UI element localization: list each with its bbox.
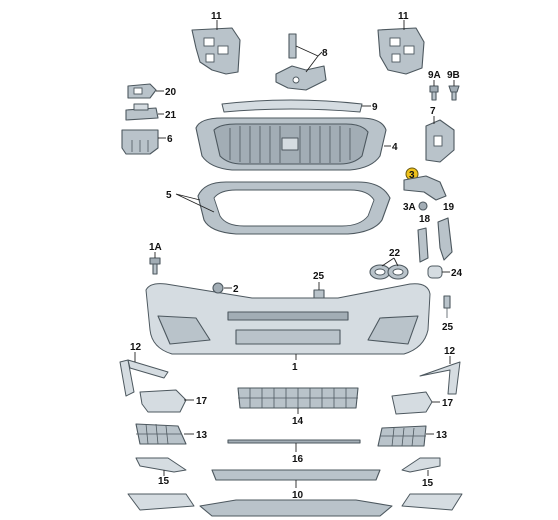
part-24-cap — [427, 265, 443, 279]
label-11-left: 11 — [211, 11, 222, 22]
label-9b: 9B — [447, 70, 460, 81]
label-17-left: 17 — [196, 396, 208, 407]
part-17-left-bracket — [139, 389, 187, 413]
part-1-bumper-cover — [145, 282, 431, 355]
label-15-left: 15 — [158, 476, 170, 487]
label-25-top: 25 — [313, 271, 325, 282]
label-11-right: 11 — [398, 11, 409, 22]
label-1: 1 — [292, 362, 298, 373]
label-3: 3 — [409, 170, 415, 181]
part-20-clip — [127, 83, 157, 99]
label-13-left: 13 — [196, 430, 208, 441]
part-4-radiator-grille — [195, 117, 387, 171]
part-7-bracket — [425, 119, 455, 163]
part-16-trim-strip — [227, 439, 361, 444]
part-14-lower-grille — [237, 387, 359, 409]
label-4: 4 — [392, 142, 398, 153]
label-20: 20 — [165, 87, 177, 98]
part-25-clip-top — [313, 289, 325, 299]
part-lower-spoiler — [127, 493, 463, 517]
label-12-left: 12 — [130, 342, 142, 353]
label-7: 7 — [430, 106, 436, 117]
part-25-clip-right — [443, 295, 451, 318]
part-21-clip — [125, 103, 159, 121]
part-15-left-trim — [135, 457, 187, 473]
part-6-cover — [121, 129, 159, 155]
label-22: 22 — [389, 248, 401, 259]
part-5-grille-frame — [197, 181, 391, 235]
label-9: 9 — [372, 102, 378, 113]
label-17-right: 17 — [442, 398, 454, 409]
part-13-left-fog-grille — [135, 423, 187, 445]
label-8: 8 — [322, 48, 328, 59]
part-9b-screw — [448, 85, 460, 101]
part-1a-bolt — [149, 257, 161, 275]
part-12-right-trim — [419, 361, 461, 395]
label-24: 24 — [451, 268, 463, 279]
part-17-right-bracket — [391, 391, 433, 415]
part-15-right-trim — [401, 457, 441, 473]
part-9a-screw — [429, 85, 439, 101]
label-16: 16 — [292, 454, 304, 465]
label-15-right: 15 — [422, 478, 434, 489]
label-1a: 1A — [149, 242, 162, 253]
label-19: 19 — [443, 202, 455, 213]
part-3-bracket — [403, 167, 447, 201]
label-25-right: 25 — [442, 322, 454, 333]
label-3a: 3A — [403, 202, 416, 213]
part-10-lower-trim — [211, 469, 381, 481]
part-18-strip — [417, 227, 429, 263]
label-10: 10 — [292, 490, 304, 501]
part-11-right-bracket — [377, 27, 425, 75]
label-14: 14 — [292, 416, 304, 427]
label-5: 5 — [166, 190, 172, 201]
label-2: 2 — [233, 284, 239, 295]
part-11-left-bracket — [191, 27, 241, 75]
part-22-rings — [369, 264, 409, 280]
label-6: 6 — [167, 134, 173, 145]
label-12-right: 12 — [444, 346, 456, 357]
part-9-upper-trim — [221, 99, 363, 113]
label-13-right: 13 — [436, 430, 448, 441]
label-21: 21 — [165, 110, 177, 121]
part-13-right-fog-grille — [377, 425, 427, 447]
label-18: 18 — [419, 214, 431, 225]
label-9a: 9A — [428, 70, 441, 81]
part-19-strip — [437, 217, 453, 261]
part-12-left-trim — [119, 359, 169, 397]
part-8-mount — [275, 33, 327, 91]
part-3a-nut — [418, 201, 428, 211]
